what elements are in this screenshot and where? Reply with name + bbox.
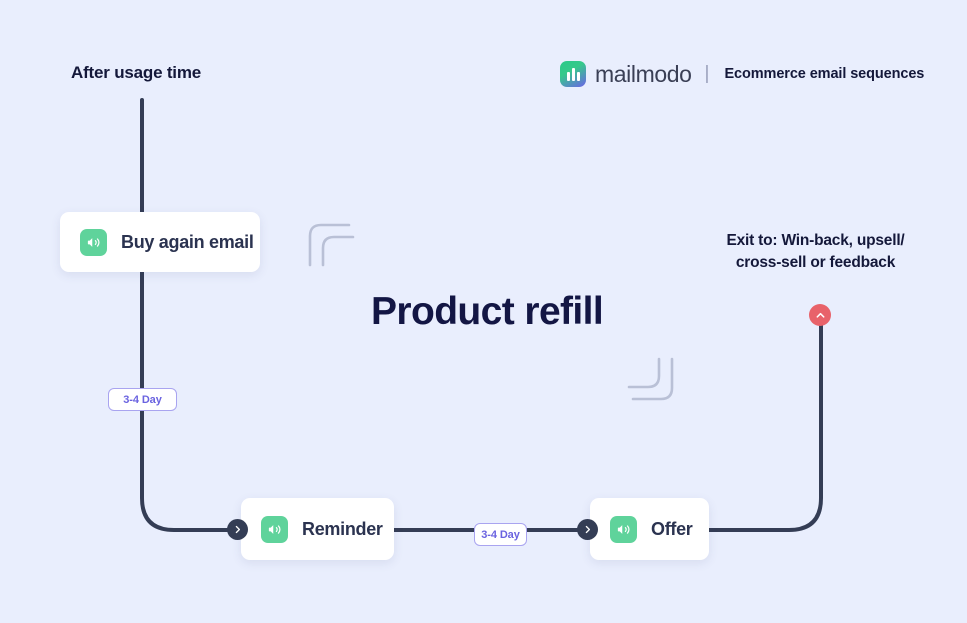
mailmodo-logo-icon xyxy=(560,61,586,87)
megaphone-icon xyxy=(261,515,288,543)
flow-node-buy-again[interactable]: Buy again email xyxy=(60,212,260,272)
chevron-right-icon[interactable] xyxy=(227,519,248,540)
megaphone-icon xyxy=(80,228,107,256)
brand-header: mailmodo | Ecommerce email sequences xyxy=(560,60,924,88)
exit-label-line-2: cross-sell or feedback xyxy=(735,254,896,271)
corner-curve-top-left-icon xyxy=(305,220,357,273)
flow-node-reminder[interactable]: Reminder xyxy=(241,498,394,560)
brand-separator: | xyxy=(704,63,710,84)
megaphone-icon xyxy=(610,515,637,543)
exit-label-line-1: Exit to: Win-back, upsell/ xyxy=(726,232,905,249)
corner-curve-bottom-right-icon xyxy=(625,355,677,412)
delay-badge[interactable]: 3-4 Day xyxy=(474,523,527,546)
connector-offer-to-exit xyxy=(707,316,823,532)
delay-badge[interactable]: 3-4 Day xyxy=(108,388,177,411)
exit-label: Exit to: Win-back, upsell/ cross-sell or… xyxy=(703,230,928,274)
trigger-label: After usage time xyxy=(71,63,202,82)
connector-trigger-to-reminder xyxy=(140,98,234,532)
flow-node-label: Offer xyxy=(651,518,693,539)
brand-name: mailmodo xyxy=(595,60,692,87)
chevron-right-icon[interactable] xyxy=(577,519,598,540)
logo-bars xyxy=(566,67,580,81)
flow-node-label: Reminder xyxy=(302,518,383,539)
flow-node-offer[interactable]: Offer xyxy=(590,498,709,560)
chevron-up-icon[interactable] xyxy=(809,304,831,326)
flow-node-label: Buy again email xyxy=(121,231,254,252)
page-title: Product refill xyxy=(371,290,604,333)
brand-tagline: Ecommerce email sequences xyxy=(724,66,925,82)
